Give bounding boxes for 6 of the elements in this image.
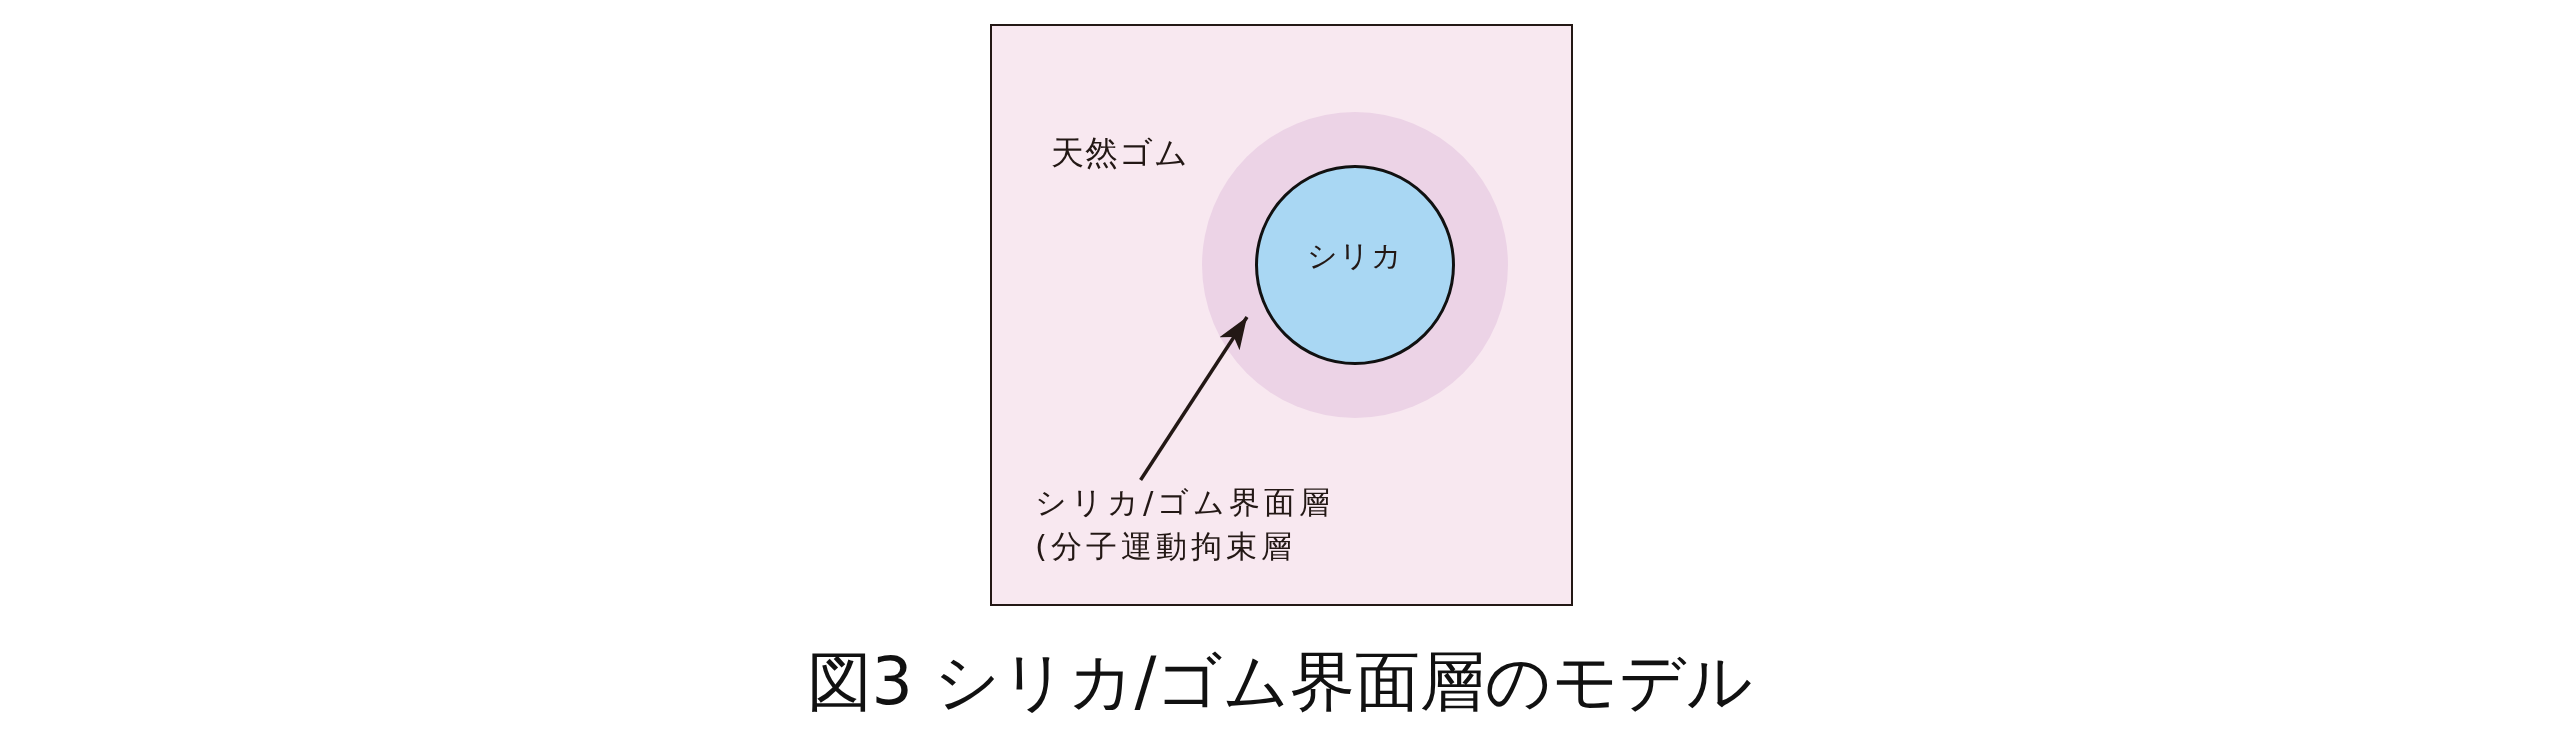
callout-label: シリカ/ゴム界面層 (分子運動拘束層 (1035, 480, 1365, 568)
particle-circle: シリカ (1255, 165, 1455, 365)
leader-arrow (1139, 316, 1249, 481)
figure-caption: 図3 シリカ/ゴム界面層のモデル (805, 643, 1755, 721)
region-label: 天然ゴム (1051, 133, 1189, 173)
matrix-panel (990, 24, 1573, 606)
